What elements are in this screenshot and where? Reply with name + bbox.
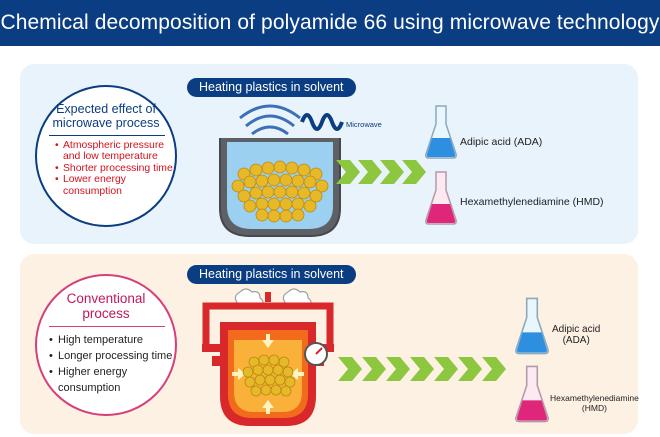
adipic-acid-label: Adipic acid (ADA)	[552, 324, 601, 346]
process-flow-arrows	[338, 357, 506, 381]
microwave-label: Microwave	[346, 120, 382, 129]
conventional-drawbacks-list: High temperature Longer processing time …	[49, 332, 180, 396]
heat-arrows-icon	[232, 334, 304, 414]
microwave-heating-heading: Heating plastics in solvent	[187, 78, 356, 97]
polyamide-pellets	[242, 354, 296, 397]
adipic-acid-flask-icon	[425, 105, 457, 159]
pressure-gauge-icon	[304, 342, 328, 366]
drawback-item: Higher energy consumption	[49, 364, 162, 396]
benefit-item: Atmospheric pressure and low temperature	[55, 140, 167, 163]
conventional-process-circle: Conventional process High temperature Lo…	[35, 274, 177, 416]
conventional-process-divider	[49, 326, 165, 327]
page-title: Chemical decomposition of polyamide 66 u…	[0, 0, 660, 46]
hexamethylenediamine-label: Hexamethylenediamine (HMD)	[550, 393, 639, 413]
pressure-clamp	[202, 302, 334, 348]
adipic-acid-flask-icon	[515, 297, 549, 355]
benefit-item: Lower energy consumption	[55, 174, 167, 197]
drawback-item: Longer processing time	[49, 348, 180, 364]
expected-effect-circle: Expected effect of microwave process Atm…	[35, 85, 177, 227]
benefit-item: Shorter processing time	[55, 163, 183, 175]
microwave-waves-icon	[239, 104, 301, 136]
pressure-valve-icon	[265, 292, 271, 302]
microwave-benefits-list: Atmospheric pressure and low temperature…	[55, 140, 183, 197]
hexamethylenediamine-label: Hexamethylenediamine (HMD)	[460, 196, 604, 208]
drawback-item: High temperature	[49, 332, 180, 348]
conventional-process-title: Conventional process	[66, 291, 146, 321]
hexamethylenediamine-flask-icon	[515, 365, 549, 423]
expected-effect-title: Expected effect of microwave process	[52, 102, 160, 130]
conventional-heating-heading: Heating plastics in solvent	[187, 265, 356, 284]
steam-cloud-icon	[234, 288, 312, 307]
hexamethylenediamine-flask-icon	[425, 171, 457, 225]
pressure-vessel-illustration	[202, 288, 334, 426]
process-flow-arrows	[336, 160, 426, 184]
microwave-signal-icon	[300, 113, 344, 131]
polyamide-pellets	[231, 160, 329, 223]
microwave-vessel-illustration	[219, 104, 344, 237]
adipic-acid-label: Adipic acid (ADA)	[460, 136, 543, 148]
expected-effect-divider	[49, 135, 165, 136]
